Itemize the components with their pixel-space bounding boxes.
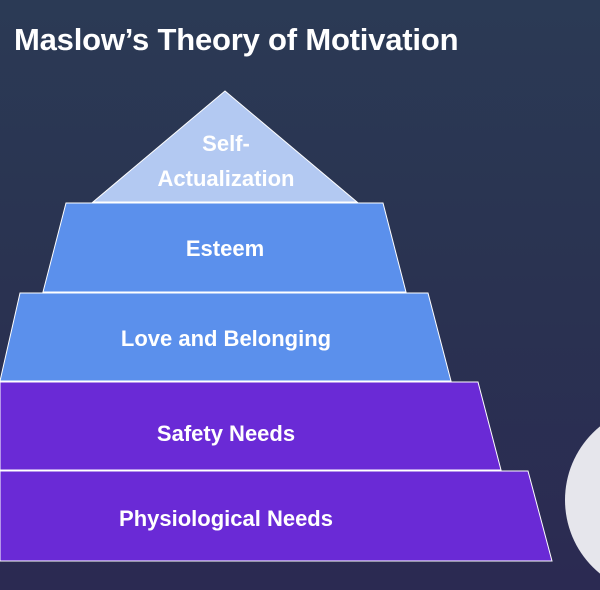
tier-label-safety-needs: Safety Needs [157,421,295,446]
tier-shape-self-actualization [91,90,359,203]
tier-label-self-actualization-line1: Self- [202,131,250,156]
tier-shape-esteem [42,202,407,293]
tier-self-actualization: Self- Actualization [91,90,359,203]
tier-shape-physiological-needs [0,470,553,562]
tier-esteem: Esteem [42,202,407,293]
tier-label-self-actualization-line2: Actualization [158,166,295,191]
tier-label-love-and-belonging: Love and Belonging [121,326,331,351]
tier-label-physiological-needs: Physiological Needs [119,506,333,531]
slide-title: Maslow’s Theory of Motivation [14,22,459,57]
tier-love-and-belonging: Love and Belonging [0,292,452,382]
tier-safety-needs: Safety Needs [0,381,502,471]
tier-physiological-needs: Physiological Needs [0,470,553,562]
tier-shape-love-and-belonging [0,292,452,382]
tier-label-esteem: Esteem [186,236,264,261]
tier-shape-safety-needs [0,381,502,471]
